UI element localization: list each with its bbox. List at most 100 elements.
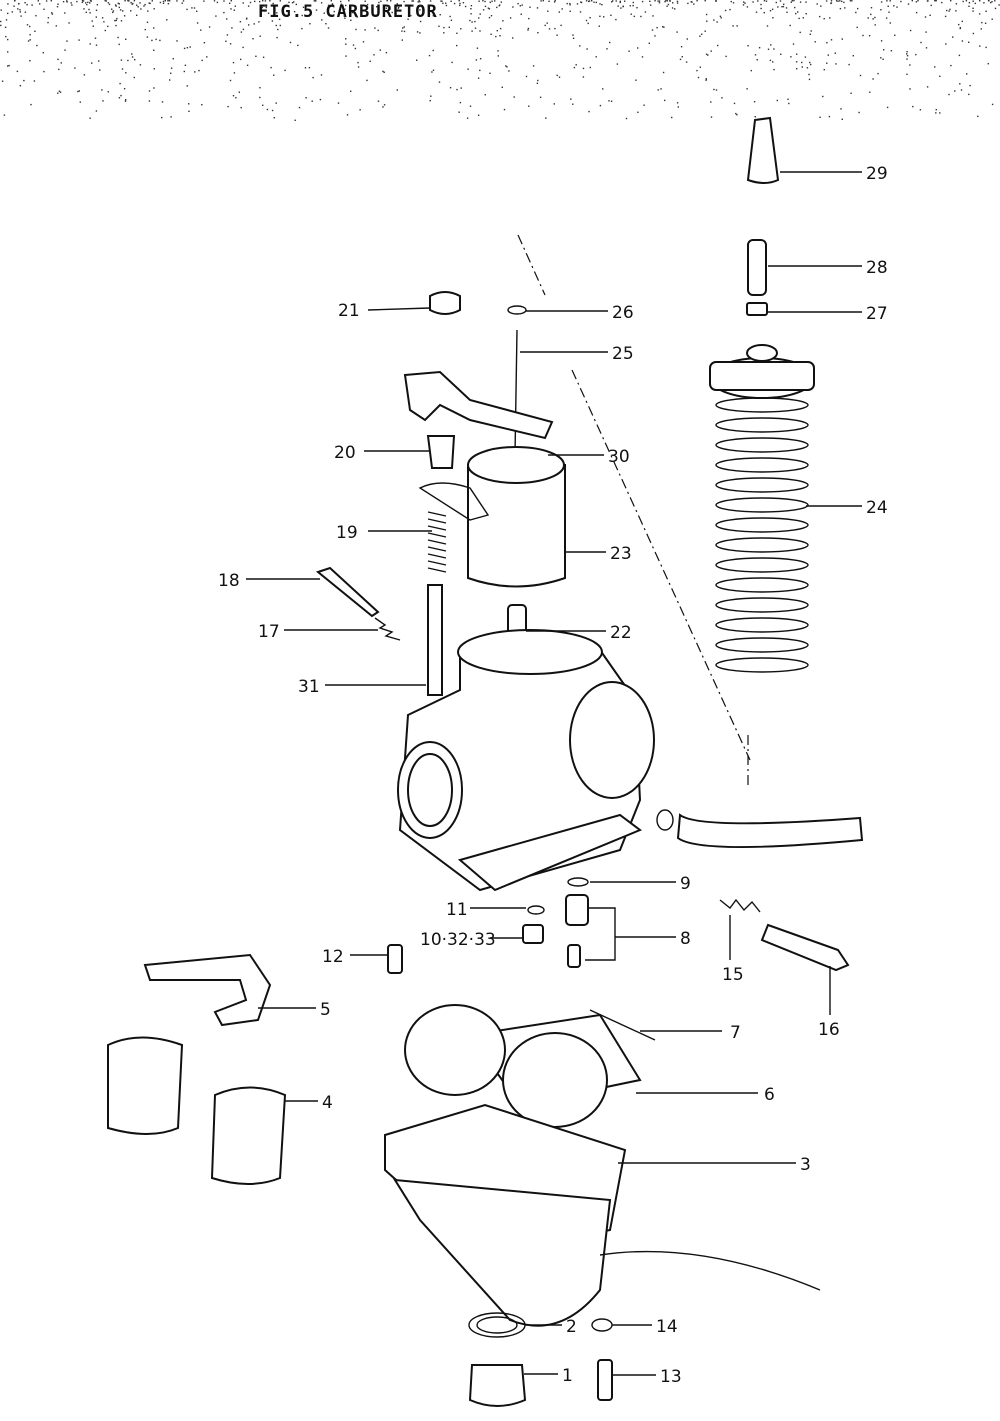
noise-dot — [39, 3, 41, 5]
noise-dot — [830, 0, 833, 2]
noise-dot — [920, 41, 922, 44]
noise-dot — [968, 41, 970, 43]
noise-dot — [570, 98, 572, 100]
noise-dot — [344, 17, 346, 19]
noise-dot — [542, 0, 544, 2]
noise-dot — [19, 9, 21, 11]
noise-dot — [271, 20, 274, 22]
noise-dot — [458, 0, 460, 2]
noise-dot — [696, 69, 698, 72]
noise-dot — [7, 3, 9, 5]
noise-dot — [475, 59, 478, 61]
noise-dot — [117, 36, 119, 39]
noise-dot — [823, 69, 825, 71]
noise-dot — [351, 11, 354, 14]
noise-dot — [344, 8, 346, 10]
noise-dot — [312, 76, 314, 79]
noise-dot — [732, 2, 735, 4]
noise-dot — [826, 62, 828, 64]
noise-dot — [78, 90, 80, 92]
noise-dot — [11, 11, 13, 13]
noise-dot — [915, 53, 917, 56]
noise-dot — [706, 20, 708, 22]
noise-dot — [848, 63, 850, 66]
noise-dot — [102, 100, 104, 102]
noise-dot — [553, 1, 556, 3]
noise-dot — [520, 13, 522, 15]
noise-dot — [796, 68, 798, 70]
noise-dot — [428, 54, 431, 57]
spring-coil — [715, 517, 809, 533]
noise-dot — [440, 0, 442, 2]
noise-dot — [479, 30, 481, 32]
noise-dot — [196, 10, 198, 12]
noise-dot — [432, 69, 435, 71]
callout-1: 1 — [562, 1366, 573, 1386]
noise-dot — [917, 0, 919, 2]
noise-dot — [939, 112, 941, 114]
noise-dot — [985, 46, 987, 49]
noise-dot — [496, 6, 498, 9]
noise-dot — [112, 10, 115, 12]
noise-dot — [159, 1, 162, 4]
noise-dot — [906, 51, 908, 53]
throttle-lever — [403, 370, 554, 440]
noise-dot — [313, 0, 315, 2]
noise-dot — [851, 0, 853, 2]
noise-dot — [665, 0, 667, 2]
noise-dot — [998, 4, 1000, 6]
noise-dot — [122, 10, 124, 12]
noise-dot — [755, 11, 758, 13]
noise-dot — [589, 66, 591, 69]
noise-dot — [148, 100, 151, 102]
noise-dot — [167, 3, 170, 5]
noise-dot — [456, 32, 458, 34]
noise-dot — [598, 25, 600, 27]
noise-dot — [449, 15, 451, 18]
noise-dot — [112, 11, 114, 14]
noise-dot — [170, 116, 172, 118]
noise-dot — [213, 0, 216, 2]
noise-dot — [172, 58, 174, 60]
noise-dot — [304, 67, 307, 69]
noise-dot — [805, 1, 807, 3]
noise-dot — [987, 63, 989, 65]
noise-dot — [331, 3, 334, 5]
noise-dot — [880, 9, 882, 11]
callout-21: 21 — [338, 301, 360, 321]
noise-dot — [276, 36, 278, 39]
noise-dot — [654, 35, 656, 37]
noise-dot — [345, 4, 347, 7]
noise-dot — [231, 27, 233, 29]
noise-dot — [58, 68, 60, 71]
noise-dot — [948, 93, 950, 96]
noise-dot — [685, 61, 688, 63]
noise-dot — [443, 32, 445, 34]
noise-dot — [95, 16, 97, 18]
noise-dot — [78, 39, 80, 41]
noise-dot — [885, 17, 888, 19]
spring-coil — [427, 532, 447, 538]
noise-dot — [438, 25, 440, 27]
noise-dot — [340, 0, 342, 3]
noise-dot — [808, 78, 811, 81]
noise-dot — [760, 3, 762, 6]
noise-dot — [456, 88, 458, 91]
noise-dot — [482, 9, 485, 11]
part-9-washer — [567, 877, 589, 887]
noise-dot — [357, 61, 359, 64]
noise-dot — [839, 0, 841, 2]
noise-dot — [398, 6, 400, 9]
noise-dot — [934, 0, 936, 2]
noise-dot — [431, 71, 433, 73]
noise-dot — [776, 99, 778, 102]
noise-dot — [186, 85, 188, 87]
spring-coil — [427, 518, 447, 524]
noise-dot — [29, 39, 31, 41]
noise-dot — [266, 108, 269, 111]
noise-dot — [855, 11, 857, 14]
part-31-tube — [427, 584, 443, 696]
noise-dot — [223, 11, 225, 14]
noise-dot — [830, 39, 833, 41]
noise-dot — [85, 11, 87, 13]
